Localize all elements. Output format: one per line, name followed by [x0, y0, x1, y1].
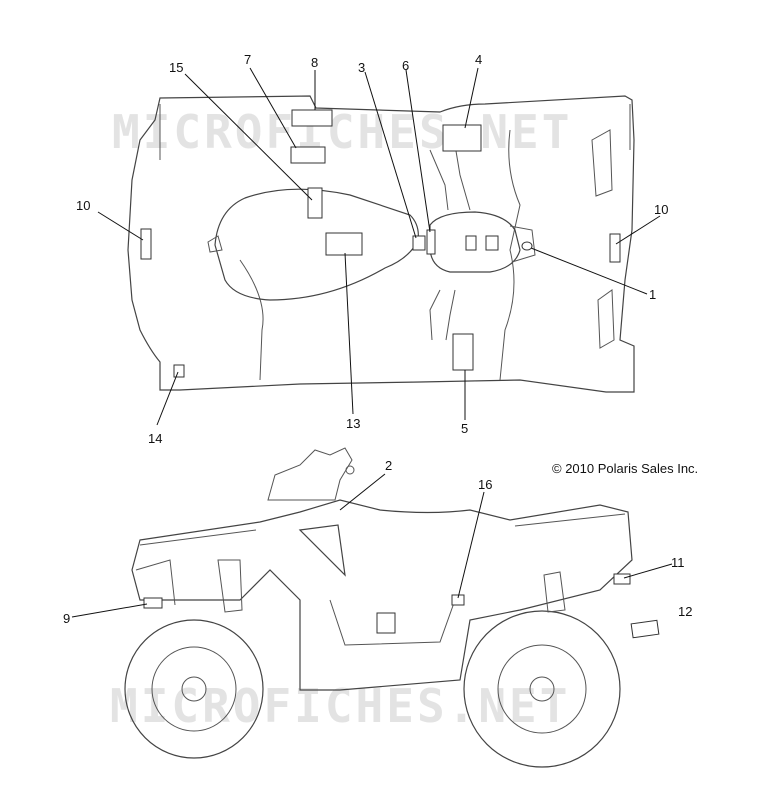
- callout-4: 4: [475, 52, 482, 67]
- decal-10-front: [609, 233, 621, 263]
- callout-13: 13: [346, 416, 360, 431]
- callout-11: 11: [671, 555, 685, 570]
- rear-wheel-rim: [151, 646, 237, 732]
- callout-9: 9: [63, 611, 70, 626]
- leader-2: [339, 473, 386, 511]
- callout-5: 5: [461, 421, 468, 436]
- callout-10-front: 10: [654, 202, 668, 217]
- leader-10-rear: [97, 211, 144, 241]
- mirror-knob: [345, 465, 355, 475]
- decal-4: [442, 124, 482, 152]
- seat-latch: [207, 235, 223, 253]
- side-panel-vent: [298, 524, 346, 577]
- rear-suspension: [135, 559, 243, 613]
- handlebar-left: [429, 144, 471, 211]
- decal-6: [426, 229, 436, 255]
- callout-1: 1: [649, 287, 656, 302]
- atv-top-view: [97, 67, 661, 426]
- decal-7: [290, 146, 326, 164]
- callout-12: 12: [678, 604, 692, 619]
- leader-3: [364, 71, 417, 239]
- decal-12: [630, 619, 660, 639]
- decal-15: [307, 187, 323, 219]
- footwell: [329, 599, 456, 646]
- decal-10-rear: [140, 228, 152, 260]
- side-body-outline: [131, 499, 633, 691]
- front-wheel-rim: [497, 644, 587, 734]
- leader-13: [344, 252, 354, 415]
- console-gauge-right: [485, 235, 499, 251]
- racks: [139, 513, 626, 546]
- callout-3: 3: [358, 60, 365, 75]
- front-suspension: [543, 571, 566, 613]
- decal-11: [613, 573, 631, 585]
- engine-part: [376, 612, 396, 634]
- leader-14: [156, 371, 179, 426]
- rear-wheel-tire: [124, 619, 264, 759]
- front-vent-bottom: [597, 289, 615, 349]
- handlebar-right: [429, 289, 456, 341]
- console-outline: [429, 211, 521, 273]
- leader-11: [623, 563, 673, 579]
- callout-16: 16: [478, 477, 492, 492]
- watermark-bottom: MICROFICHES.NET: [110, 679, 570, 733]
- leader-9: [71, 603, 148, 618]
- decal-13: [325, 232, 363, 256]
- leader-4: [464, 67, 479, 129]
- callout-10-rear: 10: [76, 198, 90, 213]
- rear-wheel-hub: [181, 676, 207, 702]
- callout-8: 8: [311, 55, 318, 70]
- copyright-notice: © 2010 Polaris Sales Inc.: [552, 461, 699, 476]
- console-gauge-left: [465, 235, 477, 251]
- front-wheel-hub: [529, 676, 555, 702]
- callout-2: 2: [385, 458, 392, 473]
- side-handlebar: [267, 447, 353, 501]
- front-vent-top: [591, 129, 613, 197]
- leader-6: [405, 69, 431, 233]
- callout-7: 7: [244, 52, 251, 67]
- leader-15: [184, 73, 313, 201]
- watermark-top: MICROFICHES.NET: [112, 105, 572, 159]
- decal-16: [451, 594, 465, 606]
- callout-15: 15: [169, 60, 183, 75]
- decal-1: [521, 241, 533, 251]
- leader-1: [530, 247, 648, 295]
- atv-side-view: [71, 447, 673, 768]
- leader-16: [457, 491, 485, 599]
- decal-3: [412, 235, 426, 251]
- callout-6: 6: [402, 58, 409, 73]
- leader-7: [249, 67, 297, 149]
- rack-edges: [159, 104, 631, 160]
- fender-inner-lines: [239, 129, 521, 381]
- decal-9: [143, 597, 163, 609]
- front-wheel-tire: [463, 610, 621, 768]
- callout-14: 14: [148, 431, 162, 446]
- leader-10-front: [615, 215, 661, 245]
- decal-14: [173, 364, 185, 378]
- top-body-outline: [127, 95, 635, 393]
- handlebar-mount: [509, 225, 536, 263]
- decal-5: [452, 333, 474, 371]
- decal-8: [291, 109, 333, 127]
